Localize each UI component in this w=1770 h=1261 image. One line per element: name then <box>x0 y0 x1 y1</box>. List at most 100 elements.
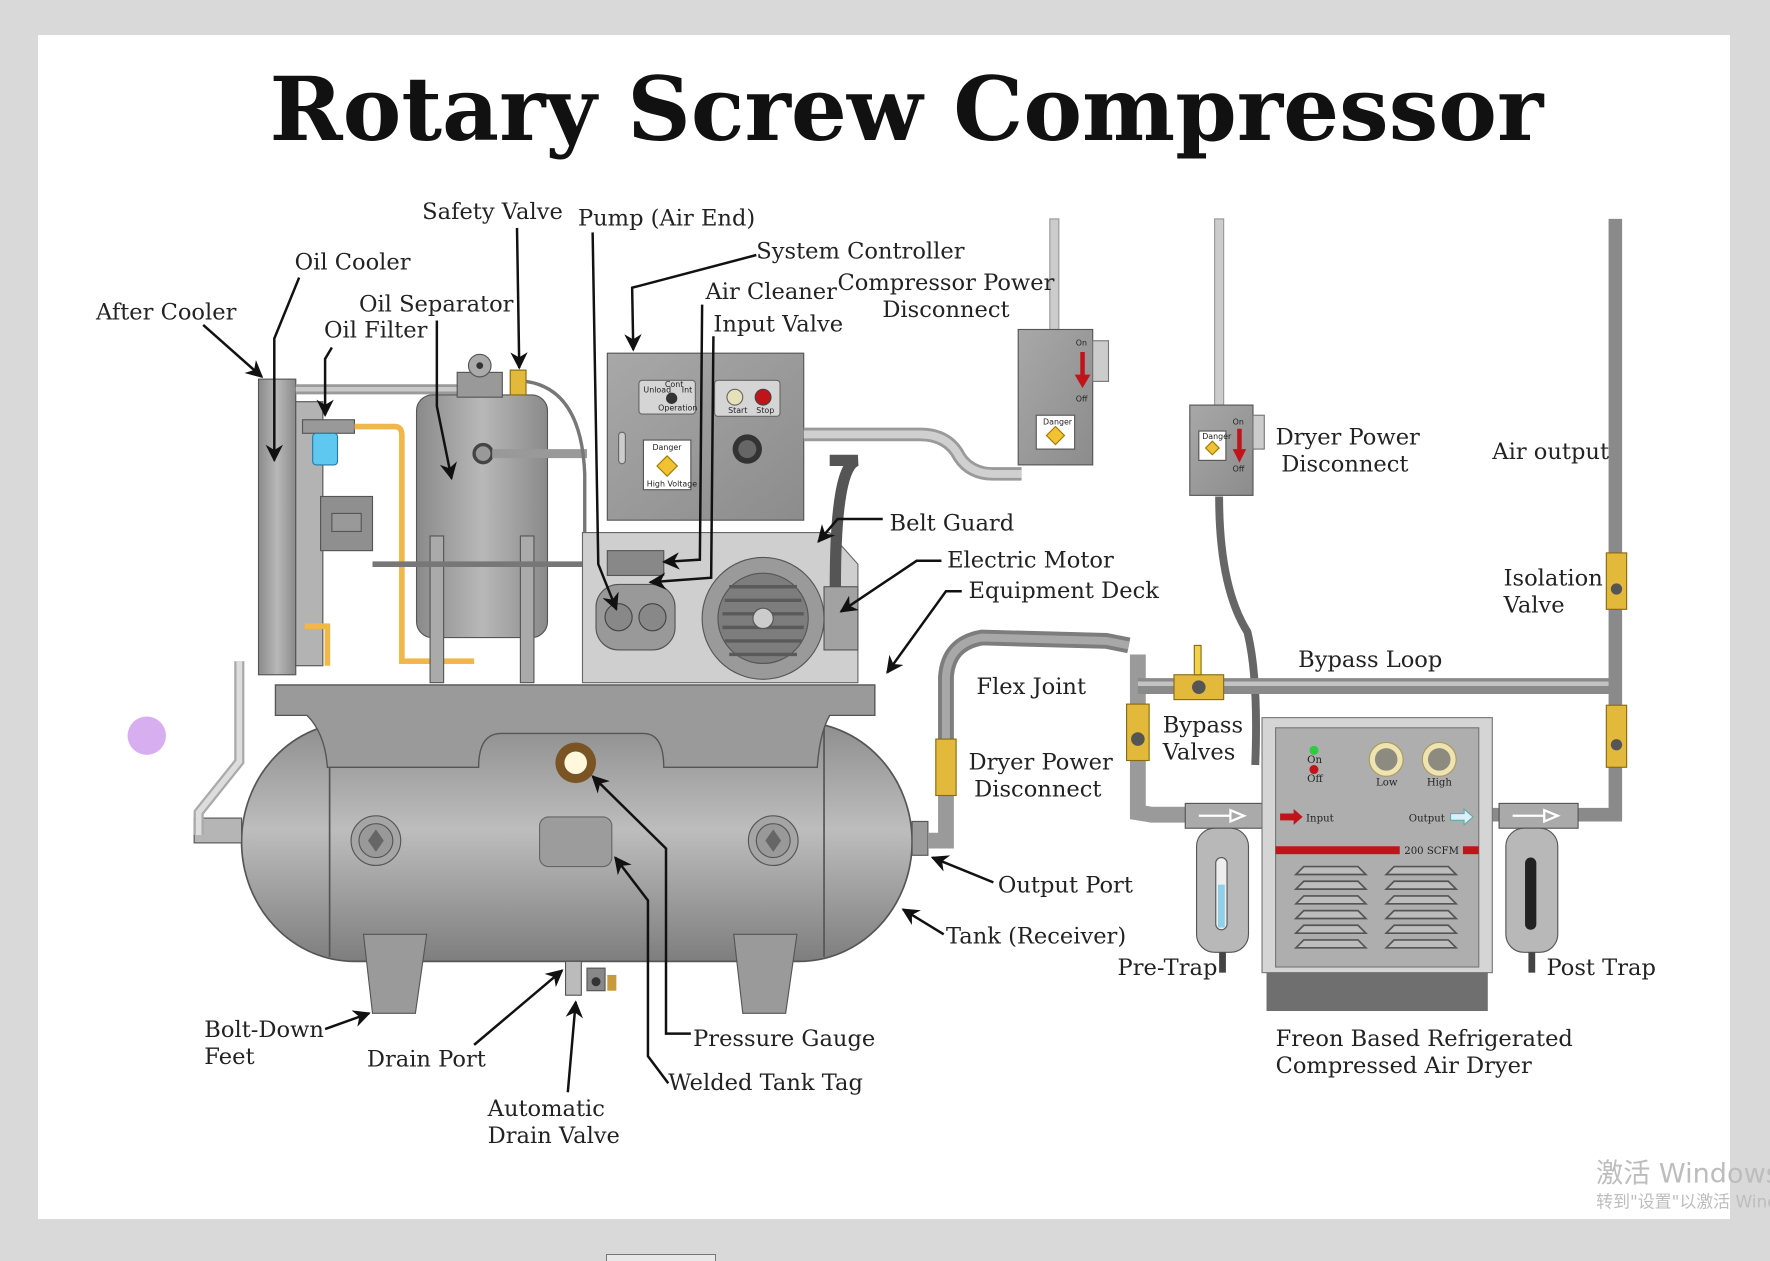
label-oil-filter: Oil Filter <box>324 317 428 343</box>
inspection-port-right-icon <box>747 815 799 867</box>
air-cleaner <box>606 550 665 577</box>
off-arrow-icon <box>1232 428 1247 463</box>
label-electric-motor: Electric Motor <box>947 548 1114 574</box>
label-drain-port: Drain Port <box>367 1046 486 1072</box>
label-safety-valve: Safety Valve <box>422 199 563 225</box>
activation-watermark-subtitle: 转到"设置"以激活 Windows。 <box>1596 1191 1770 1211</box>
system-controller: Unload Cont Int Operation Start Stop Dan… <box>606 352 805 521</box>
leader-lines <box>202 227 994 1093</box>
label-dryer-power-disconnect-top: Dryer Power <box>1276 425 1420 451</box>
label-automatic-drain-valve: Automatic <box>487 1096 605 1122</box>
output-arrow-icon <box>1449 807 1474 827</box>
off-arrow-icon <box>1074 352 1091 389</box>
input-arrow-icon <box>1280 809 1303 825</box>
label-welded-tank-tag: Welded Tank Tag <box>668 1070 863 1096</box>
input-label: Input <box>1306 813 1334 824</box>
low-label: Low <box>1376 777 1398 788</box>
label-equipment-deck: Equipment Deck <box>969 578 1160 604</box>
label-compressor-power-disconnect: Compressor Power <box>838 270 1055 296</box>
dryer-off-label: Off <box>1307 774 1323 785</box>
bolt-down-foot-left <box>362 933 428 1014</box>
label-oil-cooler: Oil Cooler <box>295 250 411 276</box>
label-refrigerated-dryer: Freon Based Refrigerated <box>1276 1026 1573 1052</box>
label-air-cleaner: Air Cleaner <box>705 279 838 305</box>
inspection-port-left-icon <box>350 815 402 867</box>
dryer-disconnect-danger-label: Danger <box>1202 432 1232 441</box>
on-indicator-icon <box>1309 745 1319 755</box>
label-air-output: Air output <box>1491 439 1609 465</box>
label-pre-trap: Pre-Trap <box>1118 955 1218 981</box>
dryer-disconnect-off-label: Off <box>1233 465 1245 474</box>
bypass-valve-icon <box>1605 704 1628 768</box>
refrigerated-air-dryer: On Off Low High Input Output 200 SCFM <box>1261 717 1493 1012</box>
dryer-vents <box>1293 865 1459 949</box>
automatic-drain-valve-icon <box>564 960 617 996</box>
label-system-controller: System Controller <box>756 238 964 264</box>
label-isolation-valve: Isolation <box>1504 566 1603 592</box>
label-flex-joint: Flex Joint <box>976 674 1086 700</box>
dryer-power-disconnect-box: Danger On Off <box>1189 218 1265 766</box>
label-bolt-down-feet-line2: Feet <box>204 1044 254 1070</box>
label-belt-guard: Belt Guard <box>890 510 1015 536</box>
start-label: Start <box>728 406 747 415</box>
compressor-disconnect-on-label: On <box>1076 338 1087 347</box>
equipment-deck <box>274 684 876 768</box>
label-refrigerated-dryer-line2: Compressed Air Dryer <box>1276 1053 1532 1079</box>
disconnect-handle[interactable] <box>1252 414 1265 450</box>
stop-button[interactable] <box>754 388 772 406</box>
label-dryer-power-disconnect: Dryer Power <box>969 750 1113 776</box>
safety-valve-icon <box>509 369 527 396</box>
label-bypass-valves: Bypass <box>1163 712 1243 738</box>
dryer-disconnect-on-label: On <box>1233 417 1244 426</box>
receiver-tank <box>193 684 929 1014</box>
dryer-on-label: On <box>1307 755 1322 766</box>
output-label: Output <box>1409 813 1445 824</box>
label-post-trap: Post Trap <box>1546 955 1655 981</box>
pre-trap <box>1184 802 1265 973</box>
cursor-indicator <box>127 716 166 755</box>
mode-selector-knob[interactable] <box>666 392 678 404</box>
pressure-gauge-icon <box>555 742 597 784</box>
label-dryer-power-disconnect-line2: Disconnect <box>974 777 1101 803</box>
warning-diamond-icon <box>656 455 679 477</box>
dryer-disconnect-valve-icon <box>935 738 957 797</box>
high-voltage-label: High Voltage <box>647 479 697 488</box>
oil-filter-icon <box>312 432 339 466</box>
page-title: Rotary Screw Compressor <box>270 57 1545 161</box>
unload-label: Unload <box>643 386 671 395</box>
label-compressor-power-disconnect-line2: Disconnect <box>882 297 1009 323</box>
post-trap <box>1498 802 1579 973</box>
disconnect-handle[interactable] <box>1092 340 1110 382</box>
stop-label: Stop <box>756 406 774 415</box>
compressor-disconnect-danger-label: Danger <box>1043 417 1073 426</box>
off-indicator-icon <box>1309 765 1319 775</box>
int-label: Int <box>682 386 692 395</box>
capacity-label: 200 SCFM <box>1404 846 1459 857</box>
oil-line <box>354 423 475 665</box>
warning-diamond-icon <box>1045 425 1066 446</box>
label-bolt-down-feet: Bolt-Down <box>204 1017 324 1043</box>
label-automatic-drain-valve-line2: Drain Valve <box>488 1123 620 1149</box>
label-input-valve: Input Valve <box>713 312 843 338</box>
operation-label: Operation <box>658 404 697 413</box>
activation-watermark-title: 激活 Windows <box>1596 1159 1770 1190</box>
compressor-disconnect-off-label: Off <box>1076 395 1088 404</box>
label-pressure-gauge: Pressure Gauge <box>693 1026 875 1052</box>
isolation-valve-icon <box>1605 552 1628 610</box>
oil-separator <box>415 353 587 684</box>
high-label: High <box>1427 777 1453 788</box>
label-tank-receiver: Tank (Receiver) <box>946 923 1126 949</box>
oil-cooler-assembly <box>193 378 374 835</box>
compressor-power-disconnect: On Off Danger <box>1017 218 1110 466</box>
welded-tank-tag <box>539 816 613 868</box>
label-output-port: Output Port <box>998 873 1133 899</box>
label-pump-air-end: Pump (Air End) <box>578 206 755 232</box>
start-button[interactable] <box>726 388 744 406</box>
label-after-cooler: After Cooler <box>95 299 237 325</box>
label-bypass-loop: Bypass Loop <box>1298 647 1442 673</box>
label-dryer-power-disconnect-top-line2: Disconnect <box>1281 452 1408 478</box>
bolt-down-foot-right <box>733 933 798 1014</box>
controller-danger-label: Danger <box>652 443 682 452</box>
labels: Safety Valve Pump (Air End) System Contr… <box>95 199 1656 1149</box>
